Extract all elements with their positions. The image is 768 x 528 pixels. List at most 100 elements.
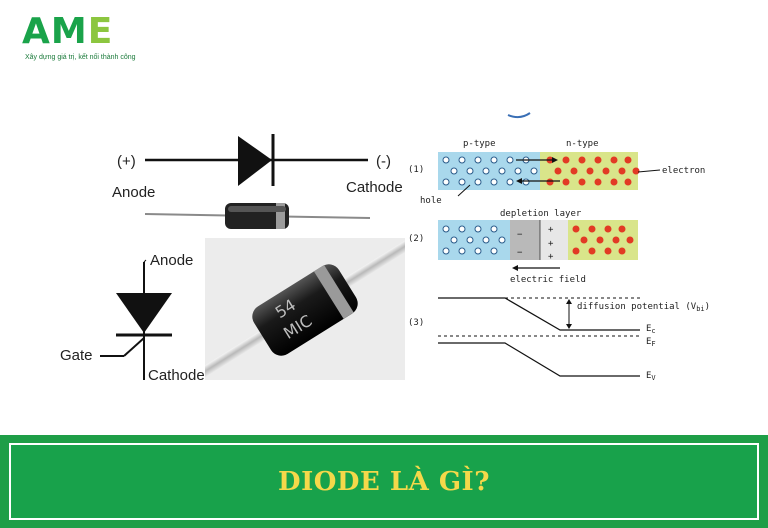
- electron-dot: [618, 247, 626, 255]
- diode-photo: 54 MIC: [205, 238, 405, 380]
- hole-dot: [466, 236, 474, 244]
- banner-title: DIODE LÀ GÌ?: [278, 466, 490, 497]
- hole-dot: [498, 167, 506, 175]
- p-type-label: p-type: [463, 139, 496, 149]
- step-1-label: (1): [408, 165, 424, 175]
- step-3-label: (3): [408, 318, 424, 328]
- electron-dot: [618, 167, 626, 175]
- electron-dot: [594, 156, 602, 164]
- hole-dot: [450, 167, 458, 175]
- electron-label: electron: [662, 166, 705, 176]
- minus-sign-2: −: [517, 248, 523, 258]
- hole-dot: [474, 225, 482, 233]
- plus-sign-1: +: [548, 225, 554, 235]
- hole-label: hole: [420, 196, 442, 206]
- electron-dot: [612, 236, 620, 244]
- thyristor-anode-label: Anode: [150, 252, 193, 269]
- anode-label: Anode: [112, 184, 155, 201]
- step-2-label: (2): [408, 234, 424, 244]
- diode-diagram: (+) (-) Anode Cathode Anode Gate Cathode…: [60, 112, 710, 384]
- electron-dot: [580, 236, 588, 244]
- arrow-right-icon: [552, 157, 558, 163]
- hole-dot: [458, 225, 466, 233]
- electron-dot: [624, 156, 632, 164]
- field-arrow-icon: [512, 265, 518, 271]
- electron-dot: [586, 167, 594, 175]
- electron-dot: [604, 247, 612, 255]
- diode-triangle-icon: [238, 136, 272, 186]
- electric-field-label: electric field: [510, 275, 586, 285]
- pn-junction-diagram: p-type n-type (1) electron hole depletio…: [408, 139, 710, 382]
- hole-dot: [458, 247, 466, 255]
- hole-dot: [442, 225, 450, 233]
- hole-dot: [490, 156, 498, 164]
- electron-dot: [572, 247, 580, 255]
- electron-dot: [610, 178, 618, 186]
- hole-dot: [474, 156, 482, 164]
- hole-dot: [490, 178, 498, 186]
- hole-dot: [466, 167, 474, 175]
- thyristor-triangle-icon: [116, 293, 172, 333]
- electron-dot: [570, 167, 578, 175]
- electron-dot: [602, 167, 610, 175]
- plus-sign-2: +: [548, 239, 554, 249]
- electron-dot: [632, 167, 640, 175]
- hole-dot: [498, 236, 506, 244]
- thyristor-gate-label: Gate: [60, 347, 93, 364]
- electron-dot: [610, 156, 618, 164]
- hole-dot: [530, 167, 538, 175]
- hole-dot: [506, 156, 514, 164]
- title-banner: DIODE LÀ GÌ?: [9, 443, 759, 520]
- hole-dot: [506, 178, 514, 186]
- hole-dot: [450, 236, 458, 244]
- electrons-row-2: [572, 225, 634, 255]
- hole-dot: [490, 225, 498, 233]
- thyristor-symbol: Anode Gate Cathode: [60, 252, 205, 384]
- electron-dot: [594, 178, 602, 186]
- electron-dot: [546, 178, 554, 186]
- electron-dot: [578, 178, 586, 186]
- diode-symbol: (+) (-) Anode Cathode: [112, 134, 403, 201]
- hole-dot: [458, 156, 466, 164]
- hole-dot: [522, 178, 530, 186]
- minus-sign-1: −: [517, 230, 523, 240]
- logo-wordmark: AME: [22, 11, 114, 52]
- cathode-label: Cathode: [346, 179, 403, 196]
- diffusion-potential-label: diffusion potential (Vbi): [577, 302, 710, 313]
- hole-dot: [442, 178, 450, 186]
- ev-label: EV: [646, 371, 656, 382]
- plus-label: (+): [117, 153, 136, 170]
- hole-dot: [474, 178, 482, 186]
- electron-dot: [626, 236, 634, 244]
- electron-dot: [562, 178, 570, 186]
- electron-dot: [572, 225, 580, 233]
- ame-logo[interactable]: AME Xây dựng giá trị, kết nối thành công: [22, 12, 162, 68]
- plus-sign-3: +: [548, 252, 554, 262]
- logo-tagline: Xây dựng giá trị, kết nối thành công: [25, 54, 136, 61]
- ef-label: EF: [646, 337, 656, 348]
- electrons-row-1: [546, 156, 640, 186]
- electron-dot: [562, 156, 570, 164]
- holes-row-2: [442, 225, 506, 255]
- electron-dot: [554, 167, 562, 175]
- hole-dot: [514, 167, 522, 175]
- n-type-label: n-type: [566, 139, 599, 149]
- ec-label: Ec: [646, 324, 656, 335]
- hole-dot: [490, 247, 498, 255]
- hole-dot: [482, 167, 490, 175]
- electron-dot: [624, 178, 632, 186]
- electron-dot: [578, 156, 586, 164]
- hole-dot: [474, 247, 482, 255]
- electron-dot: [588, 225, 596, 233]
- hole-dot: [442, 247, 450, 255]
- electron-dot: [604, 225, 612, 233]
- arrow-left-icon: [516, 178, 522, 184]
- diode-component: [144, 203, 371, 229]
- thyristor-cathode-label: Cathode: [148, 367, 205, 384]
- hole-dot: [458, 178, 466, 186]
- hole-dot: [442, 156, 450, 164]
- minus-label: (-): [376, 153, 391, 170]
- electron-dot: [588, 247, 596, 255]
- depletion-layer-label: depletion layer: [500, 209, 582, 219]
- hole-dot: [482, 236, 490, 244]
